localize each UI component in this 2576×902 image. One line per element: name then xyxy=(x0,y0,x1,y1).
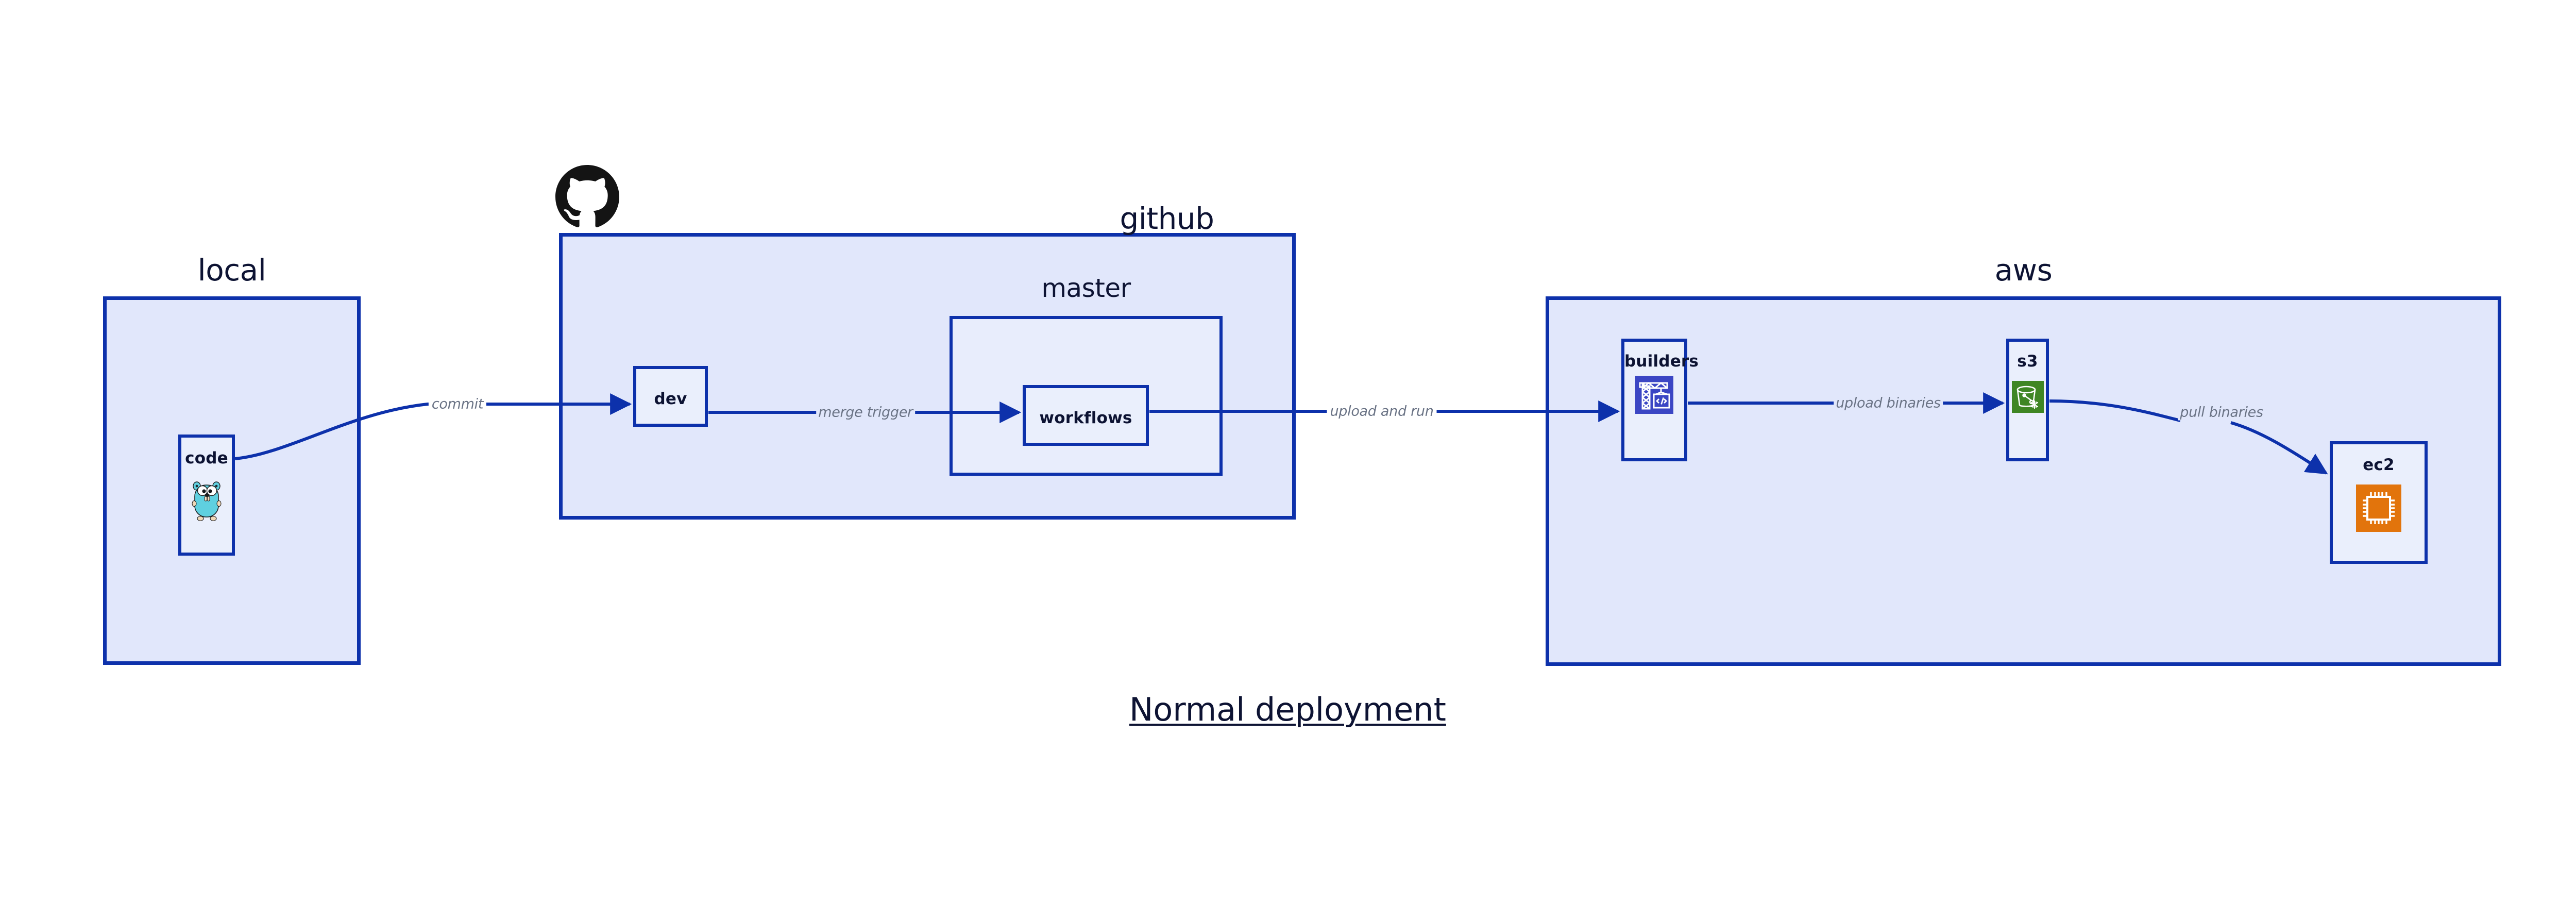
group-label-local: local xyxy=(197,253,266,288)
edge-label-pull-binaries: pull binaries xyxy=(2178,404,2265,421)
edge-commit xyxy=(234,393,632,460)
node-box-code[interactable]: code xyxy=(178,435,235,556)
group-title-local: local xyxy=(103,253,361,288)
group-label-aws: aws xyxy=(1994,253,2053,288)
subgroup-title-master: master xyxy=(950,273,1223,303)
edge-label-merge-trigger: merge trigger xyxy=(816,404,915,421)
node-box-builders[interactable]: builders xyxy=(1621,339,1699,461)
go-gopher-icon xyxy=(190,478,223,524)
edge-label-upload-and-run: upload and run xyxy=(1327,403,1437,420)
node-label-code: code xyxy=(185,449,228,467)
node-label-workflows: workflows xyxy=(1039,409,1132,427)
group-title-github: github xyxy=(1038,201,1296,236)
group-title-aws: aws xyxy=(1546,253,2501,288)
subgroup-label-master: master xyxy=(1041,273,1131,303)
diagram-caption: Normal deployment xyxy=(1129,691,1446,728)
node-label-ec2: ec2 xyxy=(2363,456,2395,474)
edge-pull-binaries xyxy=(2049,399,2328,475)
ec2-chip-icon xyxy=(2356,485,2401,534)
node-box-dev[interactable]: dev xyxy=(633,366,708,427)
s3-bucket-icon xyxy=(2011,381,2044,415)
edge-label-upload-binaries: upload binaries xyxy=(1834,395,1943,411)
node-label-s3: s3 xyxy=(2017,352,2038,371)
edge-label-commit: commit xyxy=(428,396,487,412)
node-box-s3[interactable]: s3 xyxy=(2006,339,2049,461)
github-logo-icon xyxy=(555,165,619,229)
group-label-github: github xyxy=(1120,201,1214,236)
node-box-ec2[interactable]: ec2 xyxy=(2330,441,2428,564)
node-label-dev: dev xyxy=(654,390,687,408)
node-box-workflows[interactable]: workflows xyxy=(1023,385,1149,446)
crane-code-icon xyxy=(1635,376,1673,416)
